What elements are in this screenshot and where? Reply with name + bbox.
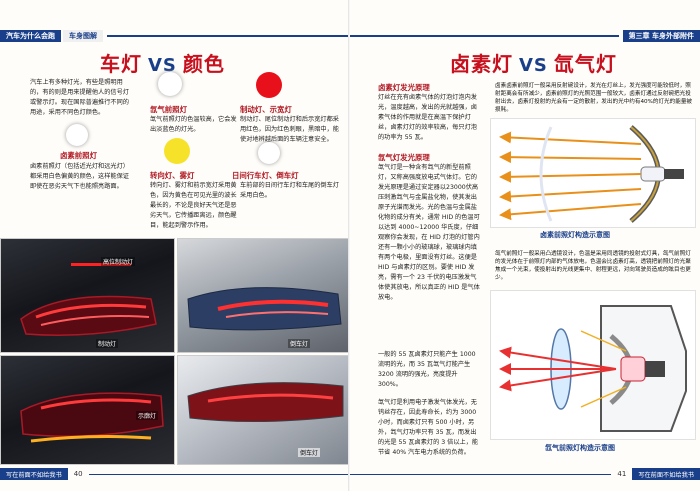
xenon-color-swatch	[158, 72, 182, 96]
intro-paragraph: 汽车上有多种灯光，有些是照明用的，有的则是用来提醒他人的信号灯或警示灯。现在国际…	[30, 79, 129, 116]
red-color-swatch	[256, 72, 282, 98]
lamp-title-turn: 转向灯、雾灯	[150, 171, 195, 180]
xenon-diagram-note: 氙气前照灯一般采用凸透镜设计，色温是采用同透镜的投射式灯具，氙气前照灯的发光体在…	[495, 251, 691, 281]
footer-book-tab: 写在前面不如给我书	[0, 468, 68, 480]
high-brake-label: 高位制动灯	[101, 257, 136, 266]
lamp-text-xenon: 氙气前照灯的色温较高，它会发出淡蓝色的灯光。	[150, 116, 237, 133]
heading-part-b-right: 氙气灯	[553, 52, 617, 76]
heading-part-a-right: 卤素灯	[450, 52, 513, 76]
xenon-principle-text: 氙气灯是一种含有氙气的新型前照灯，又称高强度放电式气体灯。它的发光原理是通过安定…	[378, 164, 480, 301]
lamp-title-halogen: 卤素前照灯	[60, 151, 97, 160]
reverse-label-2: 倒车灯	[298, 448, 321, 457]
book-title-tab: 汽车为什么会跑	[0, 30, 61, 42]
tail-lamp-graphic-3	[20, 392, 164, 443]
halogen-color-swatch	[66, 124, 88, 146]
chapter-tab: 第三章 车身外部附件	[622, 30, 700, 42]
lamp-text-halogen: 卤素前照灯（包括近光灯和远光灯）都采用白色偏黄的颜色，这样能保证即使在恶劣天气下…	[30, 163, 129, 190]
halogen-diagram-caption: 卤素前照灯构造示意图	[540, 231, 610, 239]
heading-part-a: 车灯	[100, 52, 142, 76]
rear-lamp-photo-1: 高位制动灯 制动灯	[0, 238, 175, 353]
lamp-text-turn: 转向灯、雾灯和前示宽灯采用黄色，因为黄色在可见光里的波长最长的，不论是良好天气还…	[150, 182, 237, 229]
right-page-header: 第三章 车身外部附件	[350, 30, 700, 42]
lamp-text-brake: 制动灯、尾位制动灯和后示宽灯都采用红色，因为红色刺眼，黑暗中，能使对地辨越后面的…	[240, 116, 339, 143]
lamp-text-daytime: 车前部的日间行车灯和车尾的倒车灯采用白色。	[240, 182, 339, 199]
footer-rule-right	[350, 473, 612, 475]
halogen-diagram-note: 卤素卤素前照灯一般采用反射碗设计，发光在灯丝上，发光强度可能较低时，照射距离会有…	[495, 83, 693, 113]
right-footer: 41 写在前面不如给我书	[350, 468, 700, 480]
rear-lamp-photo-2: 倒车灯	[177, 238, 350, 353]
lamp-title-daytime: 日间行车灯、倒车灯	[232, 171, 299, 180]
footer-rule	[88, 473, 350, 475]
xenon-diagram-caption: 氙气前照灯构造示意图	[545, 444, 615, 452]
chapter-section-label: 车身外部附件	[652, 32, 694, 40]
page-number: 40	[73, 470, 83, 478]
left-footer: 写在前面不如给我书 40	[0, 468, 350, 480]
halogen-structure-graphic	[499, 125, 684, 223]
tail-lamp-graphic-4	[187, 382, 344, 423]
page-number-right: 41	[617, 470, 627, 478]
tail-lamp-graphic	[20, 263, 157, 336]
rear-lamp-photo-3: 示廓灯	[0, 355, 175, 465]
footer-book-tab-right: 写在前面不如给我书	[632, 468, 700, 480]
xenon-principle-heading: 氙气灯发光原理	[378, 153, 430, 162]
brake-label: 制动灯	[96, 339, 119, 348]
header-rule	[107, 35, 350, 37]
xenon-structure-graphic	[499, 305, 687, 432]
brightness-compare-text: 一般的 55 瓦卤素灯只能产生 1000 流明的光，而 35 瓦氙气灯能产生 3…	[378, 351, 476, 388]
header-rule-right	[350, 35, 619, 37]
rear-lamp-photo-4: 倒车灯	[177, 355, 350, 465]
reverse-label: 倒车灯	[288, 339, 311, 348]
daytime-color-swatch	[258, 142, 280, 164]
lamp-title-brake: 制动灯、示宽灯	[240, 105, 292, 114]
heading-vs: VS	[148, 55, 177, 76]
lifespan-compare-text: 氙气灯是利用电子激发气体发光，无钨丝存在，因此寿命长，约为 3000 小时，而卤…	[378, 399, 479, 456]
yellow-color-swatch	[164, 138, 190, 164]
lamp-title-xenon: 氙气前照灯	[150, 105, 187, 114]
heading-part-b: 颜色	[182, 52, 225, 76]
halogen-lamp-diagram	[490, 118, 696, 228]
left-page-header: 汽车为什么会跑 车身图解	[0, 30, 350, 42]
halogen-principle-heading: 卤素灯发光原理	[378, 83, 430, 92]
turn-marker-label: 示廓灯	[136, 411, 159, 420]
chapter-label: 第三章	[628, 32, 650, 40]
tail-lamp-graphic-2	[187, 287, 342, 331]
xenon-lamp-diagram	[490, 290, 696, 440]
section-tab: 车身图解	[63, 30, 103, 42]
halogen-principle-text: 灯丝在充有卤素气体的灯泡灯泡内发光，温度越高，发出的光就越强，卤素气体的作用就是…	[378, 94, 477, 141]
heading-vs-right: VS	[519, 55, 548, 76]
